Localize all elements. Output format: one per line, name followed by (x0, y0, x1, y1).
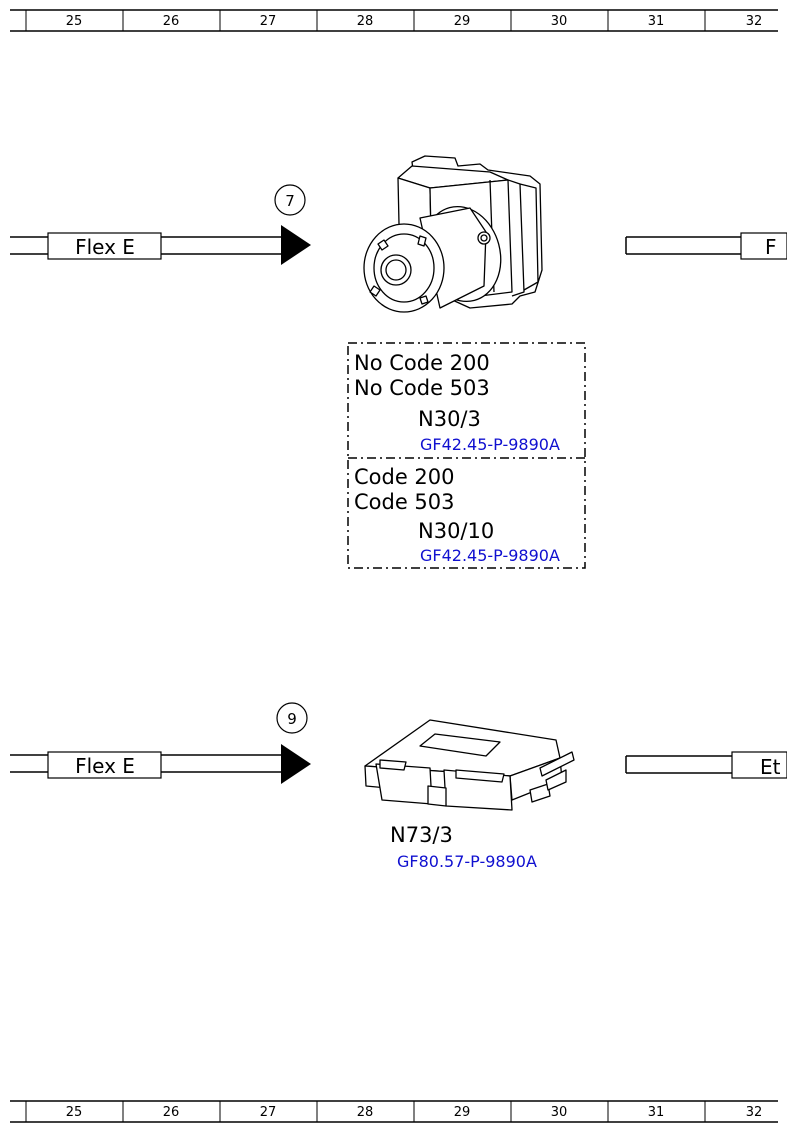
ruler-top-32: 32 (746, 14, 763, 29)
variant-upper-designation: N30/3 (418, 407, 481, 431)
ruler-top-28: 28 (357, 14, 374, 29)
marker-circle-7 (274, 184, 306, 216)
variant-lower-line2: Code 503 (354, 490, 455, 514)
variant-lower-link[interactable]: GF42.45-P-9890A (420, 546, 560, 565)
ruler-bottom-27: 27 (260, 1105, 277, 1120)
right-label-row2: Et (760, 755, 781, 779)
right-label-box-row1[interactable] (740, 232, 787, 260)
ruler-top-27: 27 (260, 14, 277, 29)
variant-upper-line1: No Code 200 (354, 351, 490, 375)
component-variant-box: No Code 200 No Code 503 N30/3 GF42.45-P-… (347, 342, 586, 569)
ruler-top-25: 25 (66, 14, 83, 29)
ruler-bottom-29: 29 (454, 1105, 471, 1120)
control-module-icon (364, 719, 575, 811)
flex-e-label-row1: Flex E (75, 235, 135, 259)
ruler-bottom-26: 26 (163, 1105, 180, 1120)
arrow-right-icon (281, 225, 311, 265)
variant-lower-line1: Code 200 (354, 465, 455, 489)
marker-9-text: 9 (287, 710, 297, 728)
flex-e-label-box-row1[interactable] (47, 232, 162, 260)
flex-e-label-box-row2[interactable] (47, 751, 162, 779)
right-label-row1: F (765, 235, 777, 259)
arrow-right-icon (281, 744, 311, 784)
marker-7-text: 7 (285, 192, 295, 210)
ruler-bottom-30: 30 (551, 1105, 568, 1120)
flex-e-label-row2: Flex E (75, 754, 135, 778)
variant-upper-line2: No Code 503 (354, 376, 490, 400)
ruler-top-31: 31 (648, 14, 665, 29)
bottom-ruler: 25 26 27 28 29 30 31 32 (10, 1100, 778, 1123)
top-ruler: 25 26 27 28 29 30 31 32 (10, 9, 778, 32)
right-label-box-row2[interactable] (731, 751, 787, 779)
control-unit-link[interactable]: GF80.57-P-9890A (397, 852, 537, 871)
ruler-top-30: 30 (551, 14, 568, 29)
ruler-top-26: 26 (163, 14, 180, 29)
ruler-bottom-31: 31 (648, 1105, 665, 1120)
marker-circle-9 (276, 702, 308, 734)
control-unit-designation: N73/3 (390, 823, 453, 847)
ruler-bottom-32: 32 (746, 1105, 763, 1120)
ruler-bottom-25: 25 (66, 1105, 83, 1120)
abs-hydraulic-unit-icon (363, 155, 543, 313)
connection-row-1: Flex E 7 F (10, 184, 787, 265)
connection-row-2: Flex E 9 Et (10, 702, 787, 784)
ruler-top-29: 29 (454, 14, 471, 29)
ruler-bottom-28: 28 (357, 1105, 374, 1120)
variant-upper-link[interactable]: GF42.45-P-9890A (420, 435, 560, 454)
variant-lower-designation: N30/10 (418, 519, 494, 543)
